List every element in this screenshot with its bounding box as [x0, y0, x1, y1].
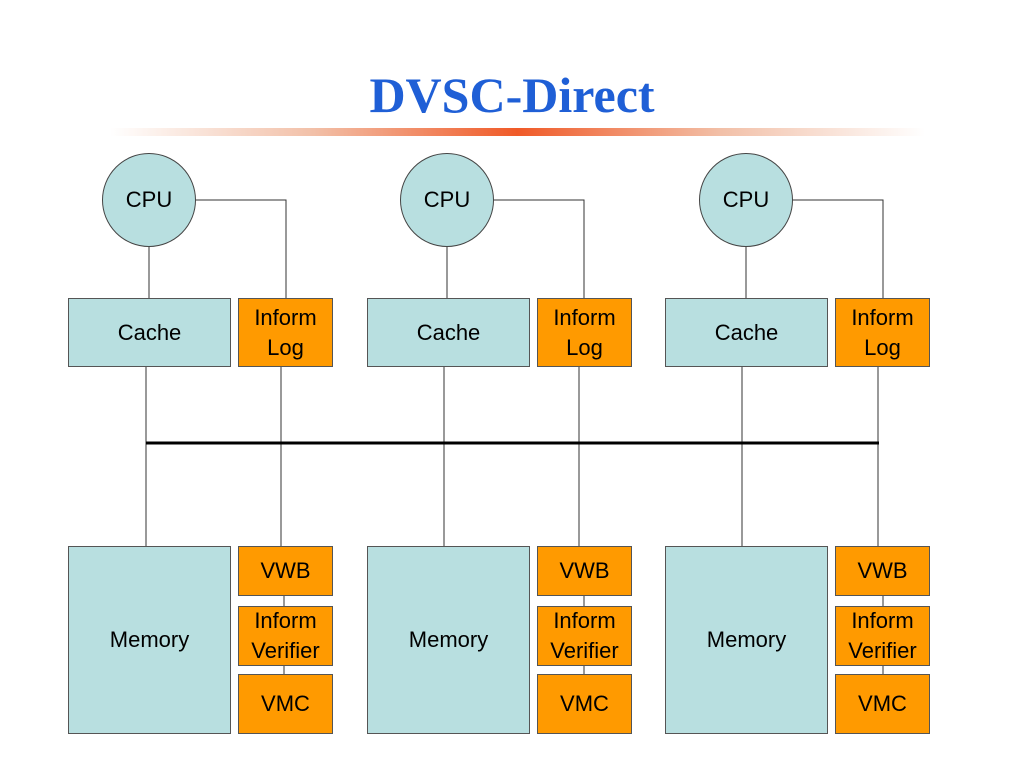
inform-log-line-1: Inform [254, 304, 317, 330]
cpu-inform-log-link [494, 199, 585, 298]
title-underline-rule [110, 128, 925, 136]
cpu-node-2: CPU [400, 153, 494, 247]
memory-node-1: Memory [68, 546, 231, 734]
inform-log-line-1: Inform [851, 304, 914, 330]
vwb-node-1: VWB [238, 546, 333, 596]
inform-verifier-line-2: Verifier [550, 638, 619, 663]
cache-node-1: Cache [68, 298, 231, 367]
inform-verifier-line-1: Inform [851, 608, 914, 633]
vwb-node-3: VWB [835, 546, 930, 596]
inform-log-line-2: Log [864, 334, 901, 360]
vmc-node-2: VMC [537, 674, 632, 734]
vmc-node-1: VMC [238, 674, 333, 734]
cpu-node-1: CPU [102, 153, 196, 247]
inform-log-line-1: Inform [553, 304, 616, 330]
inform-log-line-2: Log [566, 334, 603, 360]
page-title: DVSC-Direct [369, 67, 655, 123]
cpu-inform-log-link [793, 199, 884, 298]
cache-node-3: Cache [665, 298, 828, 367]
inform-verifier-line-2: Verifier [251, 638, 320, 663]
inform-verifier-line-1: Inform [553, 608, 616, 633]
cache-node-2: Cache [367, 298, 530, 367]
cpu-node-3: CPU [699, 153, 793, 247]
inform-verifier-line-1: Inform [254, 608, 317, 633]
vwb-node-2: VWB [537, 546, 632, 596]
cpu-inform-log-link [196, 199, 287, 298]
memory-node-3: Memory [665, 546, 828, 734]
inform-log-line-2: Log [267, 334, 304, 360]
inform-verifier-line-2: Verifier [848, 638, 917, 663]
vmc-node-3: VMC [835, 674, 930, 734]
memory-node-2: Memory [367, 546, 530, 734]
